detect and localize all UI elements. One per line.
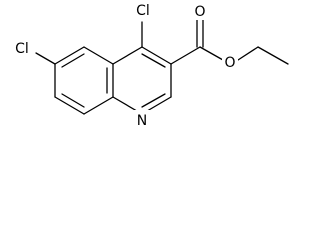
bond-ch2-ch3 <box>257 46 289 65</box>
bond-c5-c6 <box>54 46 85 65</box>
bonds <box>35 19 289 115</box>
bond-c5-c6-inner <box>61 53 85 68</box>
bond-c2-n1-inner <box>141 93 166 108</box>
bond-c7-c8-inner <box>61 93 85 108</box>
bond-c4-c3-inner <box>141 53 166 68</box>
atom-label-cl-4: Cl <box>136 3 150 19</box>
bond-c8-c8a <box>83 96 114 115</box>
atom-label-o-ester: O <box>224 55 235 71</box>
bond-carbonyl-o-ester <box>199 46 224 61</box>
bond-c6-cl <box>35 52 56 65</box>
atom-label-n: N <box>137 113 147 129</box>
atom-labels: Cl Cl N O O <box>12 0 238 129</box>
bond-c4a-c4 <box>112 46 143 65</box>
bond-c7-c8 <box>54 96 85 115</box>
atom-label-cl-6: Cl <box>15 41 29 57</box>
bond-c4a-c5 <box>83 46 114 65</box>
bond-o-ch2 <box>237 46 259 61</box>
bond-c3-carbonyl <box>170 46 201 65</box>
atom-label-o-carbonyl: O <box>194 4 205 20</box>
bond-c4-c3 <box>141 46 172 65</box>
molecule-structure: Cl Cl N O O <box>12 0 289 129</box>
